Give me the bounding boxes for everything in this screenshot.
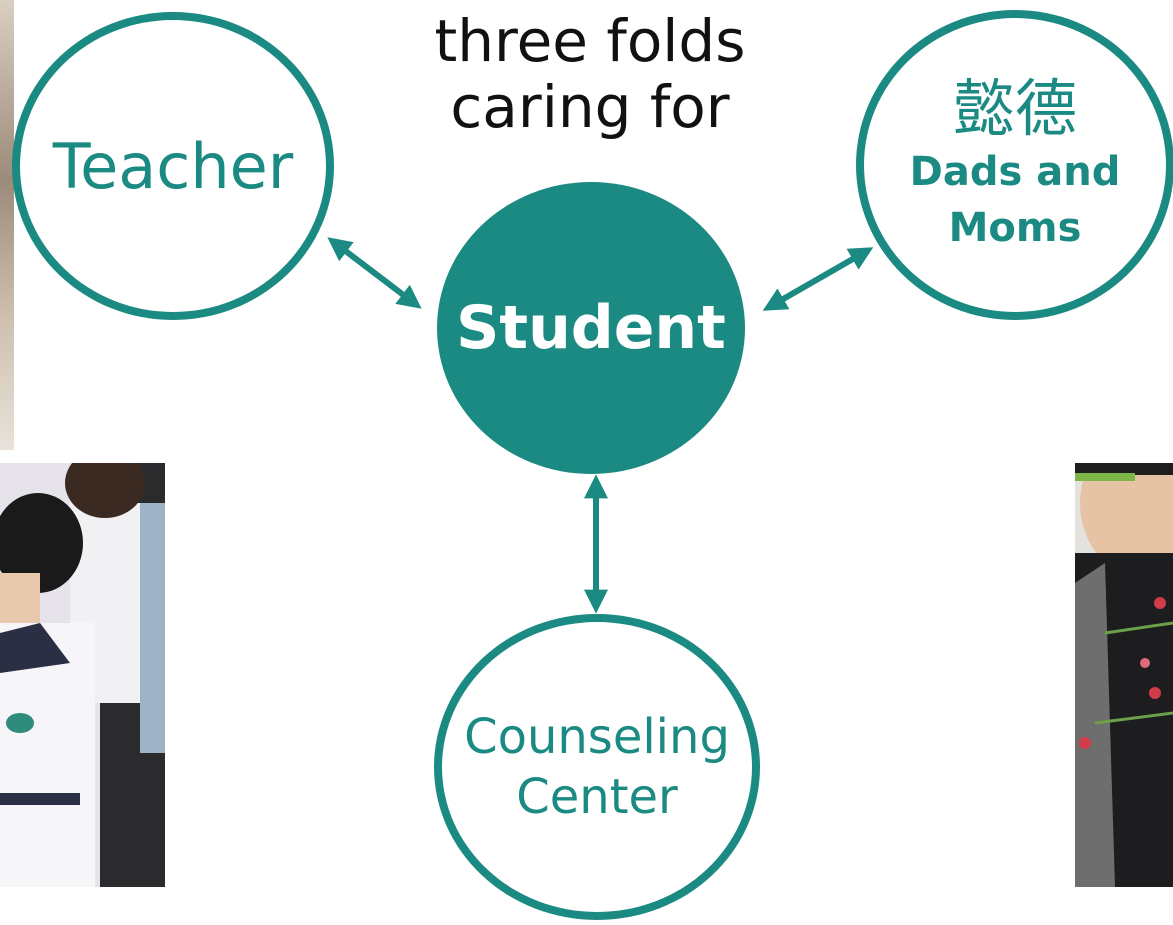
parents-node: 懿德 Dads and Moms xyxy=(856,10,1173,320)
arrow-teacher-student xyxy=(327,237,422,309)
title-line-1: three folds xyxy=(434,7,746,75)
teacher-node: Teacher xyxy=(12,12,334,320)
counseling-label-line-2: Center xyxy=(516,769,678,825)
student-node: Student xyxy=(437,182,745,474)
diagram-title: three folds caring for xyxy=(400,8,780,140)
photo-top-left xyxy=(0,0,14,450)
parents-label-line-2: Moms xyxy=(948,205,1082,251)
parents-chinese-label: 懿德 xyxy=(952,72,1077,145)
counseling-center-node: Counseling Center xyxy=(434,614,760,920)
student-label: Student xyxy=(456,293,726,363)
parents-label-line-1: Dads and xyxy=(909,149,1121,195)
counseling-label-line-1: Counseling xyxy=(464,709,730,765)
student-with-flowers-photo xyxy=(1075,463,1173,887)
students-photo xyxy=(0,463,165,887)
arrow-parents-student xyxy=(762,247,874,311)
title-line-2: caring for xyxy=(450,73,730,141)
teacher-label: Teacher xyxy=(52,129,294,203)
